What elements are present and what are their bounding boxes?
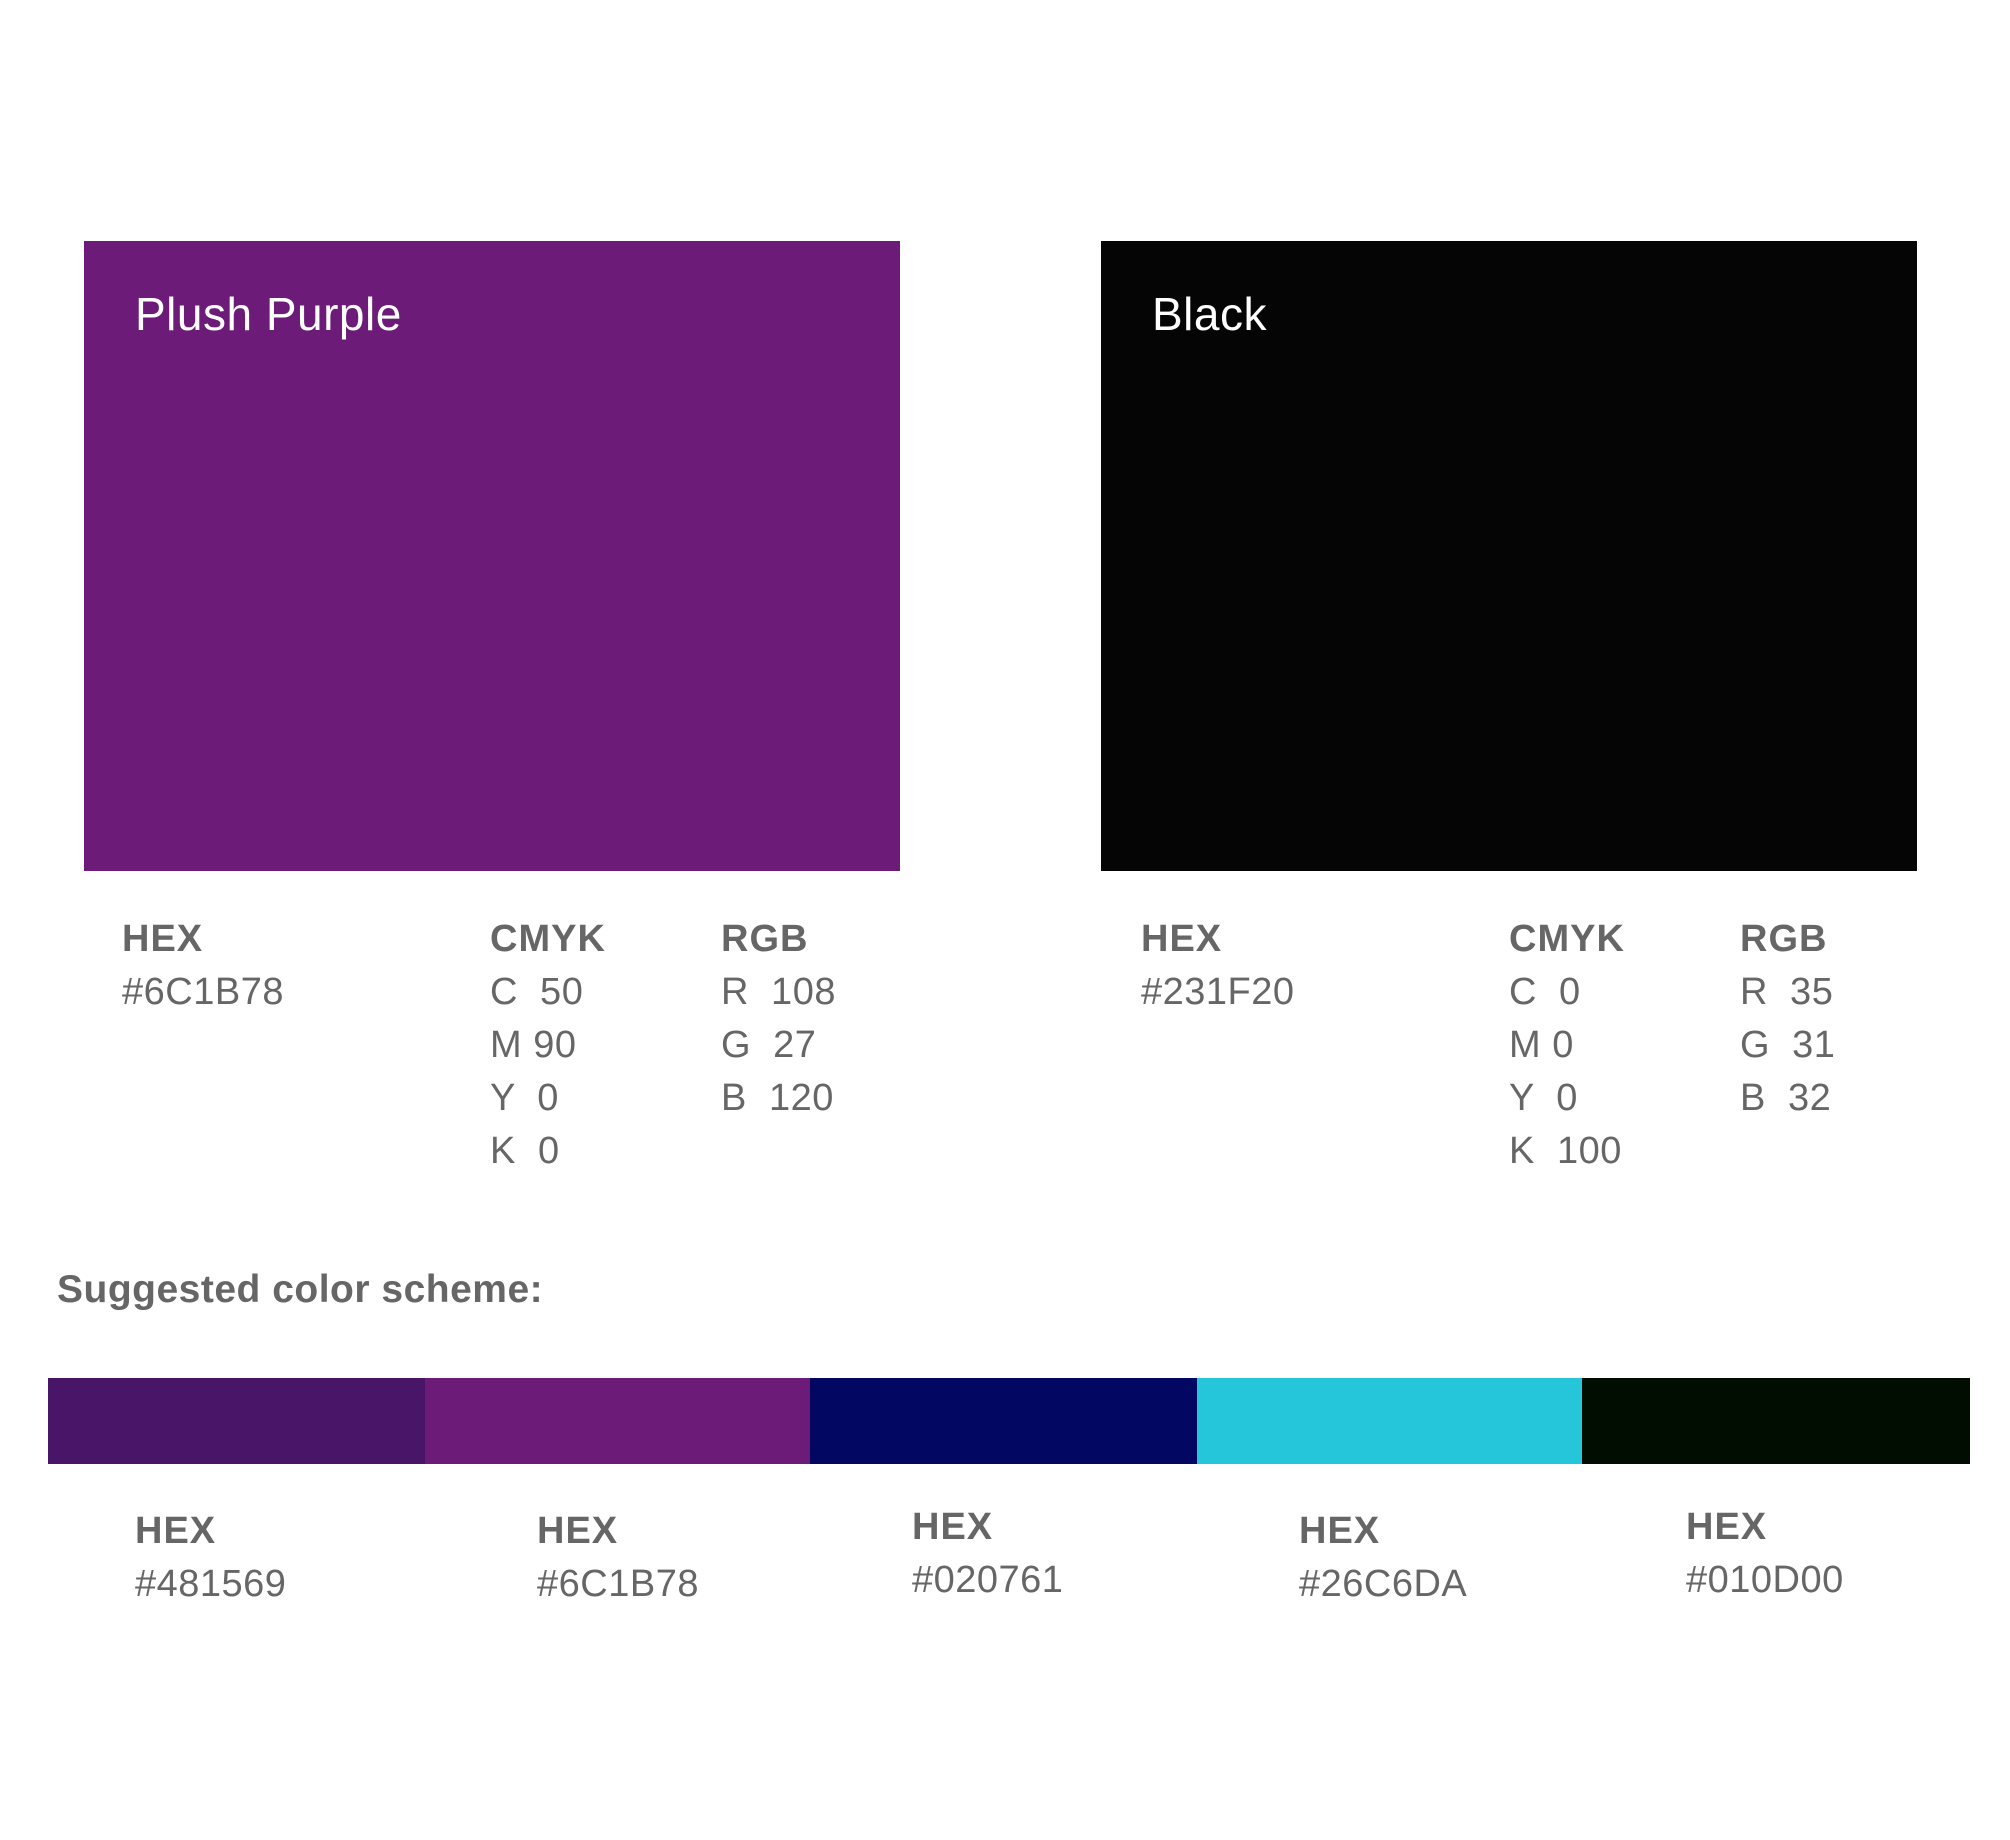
scheme-segment	[810, 1378, 1197, 1464]
swatch-black: Black	[1101, 241, 1917, 871]
scheme-hex-heading: HEX	[912, 1506, 994, 1548]
scheme-hex-heading: HEX	[1299, 1510, 1381, 1552]
cmyk-k-value: K 0	[490, 1130, 560, 1172]
rgb-heading: RGB	[721, 918, 809, 960]
cmyk-column: CMYK C 0 M 0 Y 0 K 100	[1509, 913, 1625, 1178]
scheme-hex-value: #020761	[912, 1559, 1064, 1601]
swatch-title: Plush Purple	[135, 288, 402, 340]
scheme-hex-heading: HEX	[537, 1510, 619, 1552]
rgb-g-value: G 27	[721, 1024, 817, 1066]
scheme-labels: HEX #481569 HEX #6C1B78 HEX #020761 HEX …	[48, 1505, 1970, 1625]
cmyk-heading: CMYK	[490, 918, 606, 960]
hex-heading: HEX	[122, 918, 204, 960]
swatch-plush-purple: Plush Purple	[84, 241, 900, 871]
scheme-segment	[1582, 1378, 1970, 1464]
rgb-heading: RGB	[1740, 918, 1828, 960]
scheme-segment	[1197, 1378, 1582, 1464]
cmyk-m-value: M 0	[1509, 1024, 1574, 1066]
cmyk-c-value: C 50	[490, 971, 584, 1013]
rgb-column: RGB R 35 G 31 B 32	[1740, 913, 1835, 1125]
cmyk-c-value: C 0	[1509, 971, 1581, 1013]
hex-value: #231F20	[1141, 971, 1295, 1013]
rgb-column: RGB R 108 G 27 B 120	[721, 913, 836, 1125]
rgb-b-value: B 120	[721, 1077, 834, 1119]
scheme-hex-value: #26C6DA	[1299, 1563, 1468, 1605]
scheme-label: HEX #010D00	[1686, 1501, 1844, 1607]
rgb-r-value: R 108	[721, 971, 836, 1013]
cmyk-y-value: Y 0	[490, 1077, 559, 1119]
rgb-r-value: R 35	[1740, 971, 1834, 1013]
cmyk-heading: CMYK	[1509, 918, 1625, 960]
scheme-segment	[48, 1378, 425, 1464]
scheme-segment	[425, 1378, 810, 1464]
cmyk-m-value: M 90	[490, 1024, 577, 1066]
hex-heading: HEX	[1141, 918, 1223, 960]
rgb-b-value: B 32	[1740, 1077, 1832, 1119]
scheme-label: HEX #26C6DA	[1299, 1505, 1467, 1611]
scheme-label: HEX #6C1B78	[537, 1505, 699, 1611]
cmyk-y-value: Y 0	[1509, 1077, 1578, 1119]
scheme-hex-value: #6C1B78	[537, 1563, 699, 1605]
scheme-hex-heading: HEX	[135, 1510, 217, 1552]
rgb-g-value: G 31	[1740, 1024, 1836, 1066]
hex-column: HEX #231F20	[1141, 913, 1295, 1019]
scheme-label: HEX #481569	[135, 1505, 286, 1611]
scheme-bar	[48, 1378, 1970, 1464]
scheme-hex-heading: HEX	[1686, 1506, 1768, 1548]
cmyk-column: CMYK C 50 M 90 Y 0 K 0	[490, 913, 606, 1178]
hex-value: #6C1B78	[122, 971, 284, 1013]
swatch-title: Black	[1152, 288, 1267, 340]
scheme-label: HEX #020761	[912, 1501, 1063, 1607]
cmyk-k-value: K 100	[1509, 1130, 1622, 1172]
scheme-hex-value: #010D00	[1686, 1559, 1844, 1601]
scheme-title: Suggested color scheme:	[57, 1268, 544, 1311]
scheme-hex-value: #481569	[135, 1563, 287, 1605]
hex-column: HEX #6C1B78	[122, 913, 284, 1019]
